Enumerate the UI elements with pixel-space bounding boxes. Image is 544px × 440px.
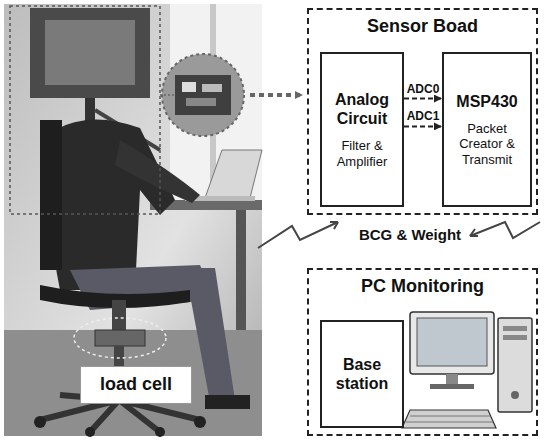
node-subtitle: Filter & Amplifier bbox=[326, 138, 398, 169]
callout-box: load cell bbox=[80, 366, 192, 404]
signal-arrow bbox=[404, 98, 441, 100]
link-label: BCG & Weight bbox=[357, 226, 463, 243]
signal-name: ADC0 bbox=[407, 82, 440, 96]
computer-icon bbox=[402, 312, 532, 428]
signal-name: ADC1 bbox=[407, 109, 440, 123]
process-box: Analog CircuitFilter & Amplifier bbox=[320, 52, 404, 207]
process-box: MSP430Packet Creator & Transmit bbox=[442, 52, 532, 207]
node-title: MSP430 bbox=[456, 92, 517, 111]
node-title: Sensor Boad bbox=[313, 16, 532, 38]
node-title: PC Monitoring bbox=[313, 276, 532, 298]
node-subtitle: Packet Creator & Transmit bbox=[448, 121, 526, 168]
node-title: Base station bbox=[326, 355, 398, 393]
group-box: PC MonitoringBase station bbox=[307, 268, 538, 436]
process-box: Base station bbox=[320, 320, 404, 428]
node-title: Analog Circuit bbox=[326, 90, 398, 128]
node-title: load cell bbox=[100, 374, 172, 396]
signal-arrow bbox=[404, 125, 441, 127]
